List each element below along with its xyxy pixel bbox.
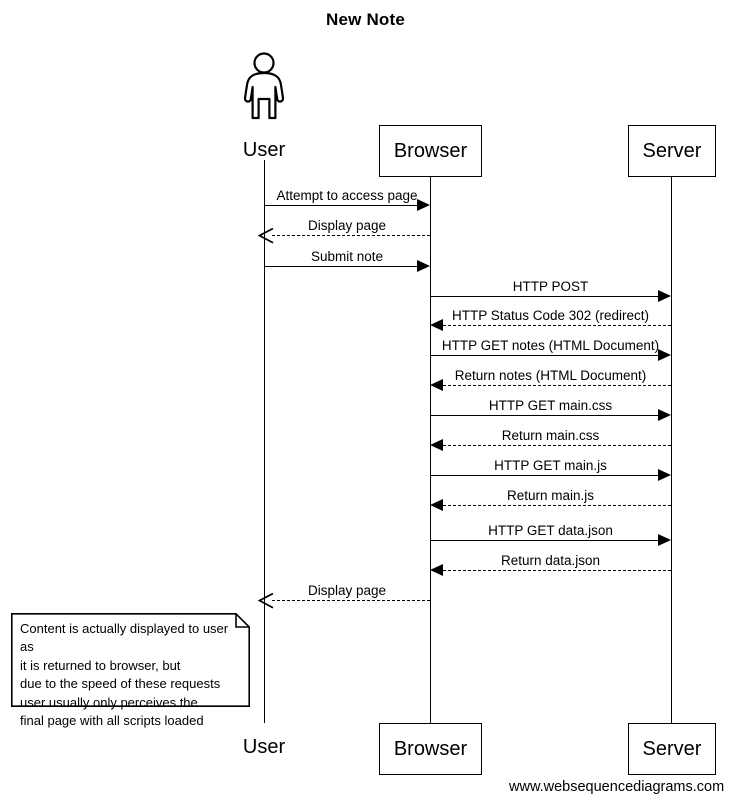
- arrowhead-filled-right: [658, 409, 671, 421]
- arrowhead-filled-left: [430, 319, 443, 331]
- message-label: HTTP GET main.js: [494, 458, 607, 473]
- actor-figure-user: [238, 52, 290, 120]
- page-title: New Note: [325, 10, 406, 29]
- participant-label-user: User: [242, 139, 286, 161]
- message-line: [443, 325, 671, 326]
- message-label: Display page: [307, 583, 387, 598]
- arrowhead-filled-left: [430, 439, 443, 451]
- message-label: Return main.js: [506, 488, 595, 503]
- arrowhead-filled-left: [430, 379, 443, 391]
- message-line: [430, 355, 658, 356]
- note-shape: [11, 613, 250, 707]
- participant-footer-label-server: Server: [642, 738, 702, 760]
- message-label: Return notes (HTML Document): [454, 368, 647, 383]
- message-label: HTTP GET main.css: [488, 398, 613, 413]
- arrowhead-open-left: [257, 227, 274, 244]
- participant-footer-label-browser: Browser: [393, 738, 468, 760]
- participant-header-server[interactable]: Server: [628, 125, 716, 177]
- message-line: [264, 266, 417, 267]
- participant-header-browser[interactable]: Browser: [379, 125, 482, 177]
- arrowhead-filled-right: [658, 469, 671, 481]
- arrowhead-open-left: [257, 592, 274, 609]
- arrowhead-filled-left: [430, 499, 443, 511]
- arrowhead-filled-right: [417, 199, 430, 211]
- message-line: [430, 415, 658, 416]
- lifeline-server: [671, 177, 672, 723]
- message-label: Return data.json: [500, 553, 601, 568]
- participant-footer-server[interactable]: Server: [628, 723, 716, 775]
- arrowhead-filled-right: [658, 290, 671, 302]
- message-label: HTTP Status Code 302 (redirect): [451, 308, 650, 323]
- message-label: Attempt to access page: [276, 188, 418, 203]
- message-line: [430, 475, 658, 476]
- message-line: [443, 570, 671, 571]
- participant-footer-user[interactable]: User: [214, 737, 314, 757]
- note-text: Content is actually displayed to user as…: [20, 621, 229, 729]
- participant-header-user[interactable]: User: [214, 140, 314, 160]
- participant-label-server: Server: [642, 140, 702, 162]
- message-label: Return main.css: [501, 428, 600, 443]
- message-label: Display page: [307, 218, 387, 233]
- message-line: [430, 540, 658, 541]
- message-line: [443, 385, 671, 386]
- message-label: HTTP GET data.json: [488, 523, 613, 538]
- message-label: HTTP GET notes (HTML Document): [441, 338, 660, 353]
- arrowhead-filled-right: [417, 260, 430, 272]
- participant-footer-browser[interactable]: Browser: [379, 723, 482, 775]
- footer-credit: www.websequencediagrams.com: [509, 779, 725, 795]
- note-box: Content is actually displayed to user as…: [11, 613, 250, 728]
- message-line: [443, 505, 671, 506]
- message-line: [430, 296, 658, 297]
- arrowhead-filled-right: [658, 534, 671, 546]
- message-line: [264, 205, 417, 206]
- participant-label-browser: Browser: [393, 140, 468, 162]
- message-label: HTTP POST: [512, 279, 589, 294]
- lifeline-user: [264, 160, 265, 723]
- arrowhead-filled-right: [658, 349, 671, 361]
- arrowhead-filled-left: [430, 564, 443, 576]
- message-line: [272, 235, 430, 236]
- message-label: Submit note: [310, 249, 384, 264]
- participant-footer-label-user: User: [242, 736, 286, 758]
- message-line: [272, 600, 430, 601]
- message-line: [443, 445, 671, 446]
